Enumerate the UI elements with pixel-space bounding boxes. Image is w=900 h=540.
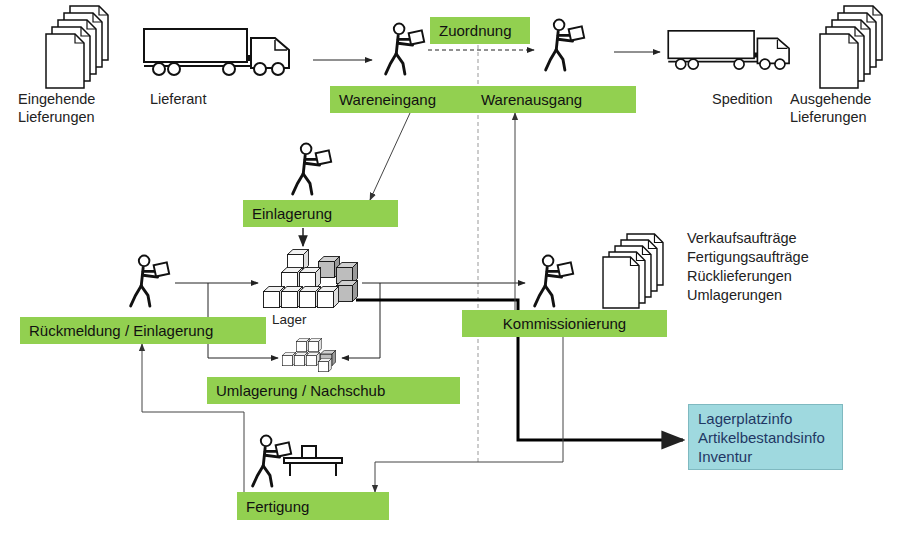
box-label: Einlagerung xyxy=(252,205,332,222)
box-label: Rückmeldung / Einlagerung xyxy=(29,322,213,339)
process-box: Wareneingang xyxy=(330,86,472,113)
flow-lines xyxy=(175,45,683,462)
caption-label: Lieferant xyxy=(150,90,206,108)
process-box: Einlagerung xyxy=(243,200,398,227)
process-box: Kommissionierung xyxy=(462,310,667,337)
caption-label: Lager xyxy=(272,311,307,329)
order-type-label: Verkaufsaufträge xyxy=(687,229,797,247)
supplier-truck xyxy=(144,29,289,75)
box-label: Wareneingang xyxy=(339,91,436,108)
caption-label: Eingehende Lieferungen xyxy=(18,90,118,126)
order-type-label: Umlagerungen xyxy=(687,286,782,304)
info-box: LagerplatzinfoArtikelbestandsinfoInventu… xyxy=(688,404,843,470)
conveyor xyxy=(284,446,342,476)
outgoing-documents xyxy=(820,6,882,88)
box-label: Fertigung xyxy=(246,498,309,515)
process-box: Warenausgang xyxy=(472,86,636,113)
box-label: Inventur xyxy=(698,447,752,466)
order-documents xyxy=(603,234,663,308)
incoming-documents xyxy=(46,6,108,88)
order-type-label: Fertigungsaufträge xyxy=(687,248,809,266)
box-label: Warenausgang xyxy=(481,91,582,108)
box-label: Artikelbestandsinfo xyxy=(698,428,825,447)
flow-connector xyxy=(515,113,516,310)
process-box: Rückmeldung / Einlagerung xyxy=(20,317,266,344)
caption-label: Spedition xyxy=(712,90,772,108)
warehouse-stack xyxy=(263,249,357,307)
box-label: Lagerplatzinfo xyxy=(698,409,792,428)
process-box: Zuordnung xyxy=(430,17,530,44)
process-box: Umlagerung / Nachschub xyxy=(207,377,460,404)
small-stack xyxy=(282,338,335,371)
box-label: Zuordnung xyxy=(439,22,512,39)
flow-connector xyxy=(370,113,410,200)
carrier-truck xyxy=(668,31,789,69)
order-type-label: Rücklieferungen xyxy=(687,267,792,285)
box-label: Umlagerung / Nachschub xyxy=(216,382,385,399)
box-label: Kommissionierung xyxy=(503,315,626,332)
process-box: Fertigung xyxy=(237,492,389,520)
flow-connector xyxy=(142,344,244,492)
caption-label: Ausgehende Lieferungen xyxy=(790,90,890,126)
flow-connector xyxy=(375,337,563,492)
